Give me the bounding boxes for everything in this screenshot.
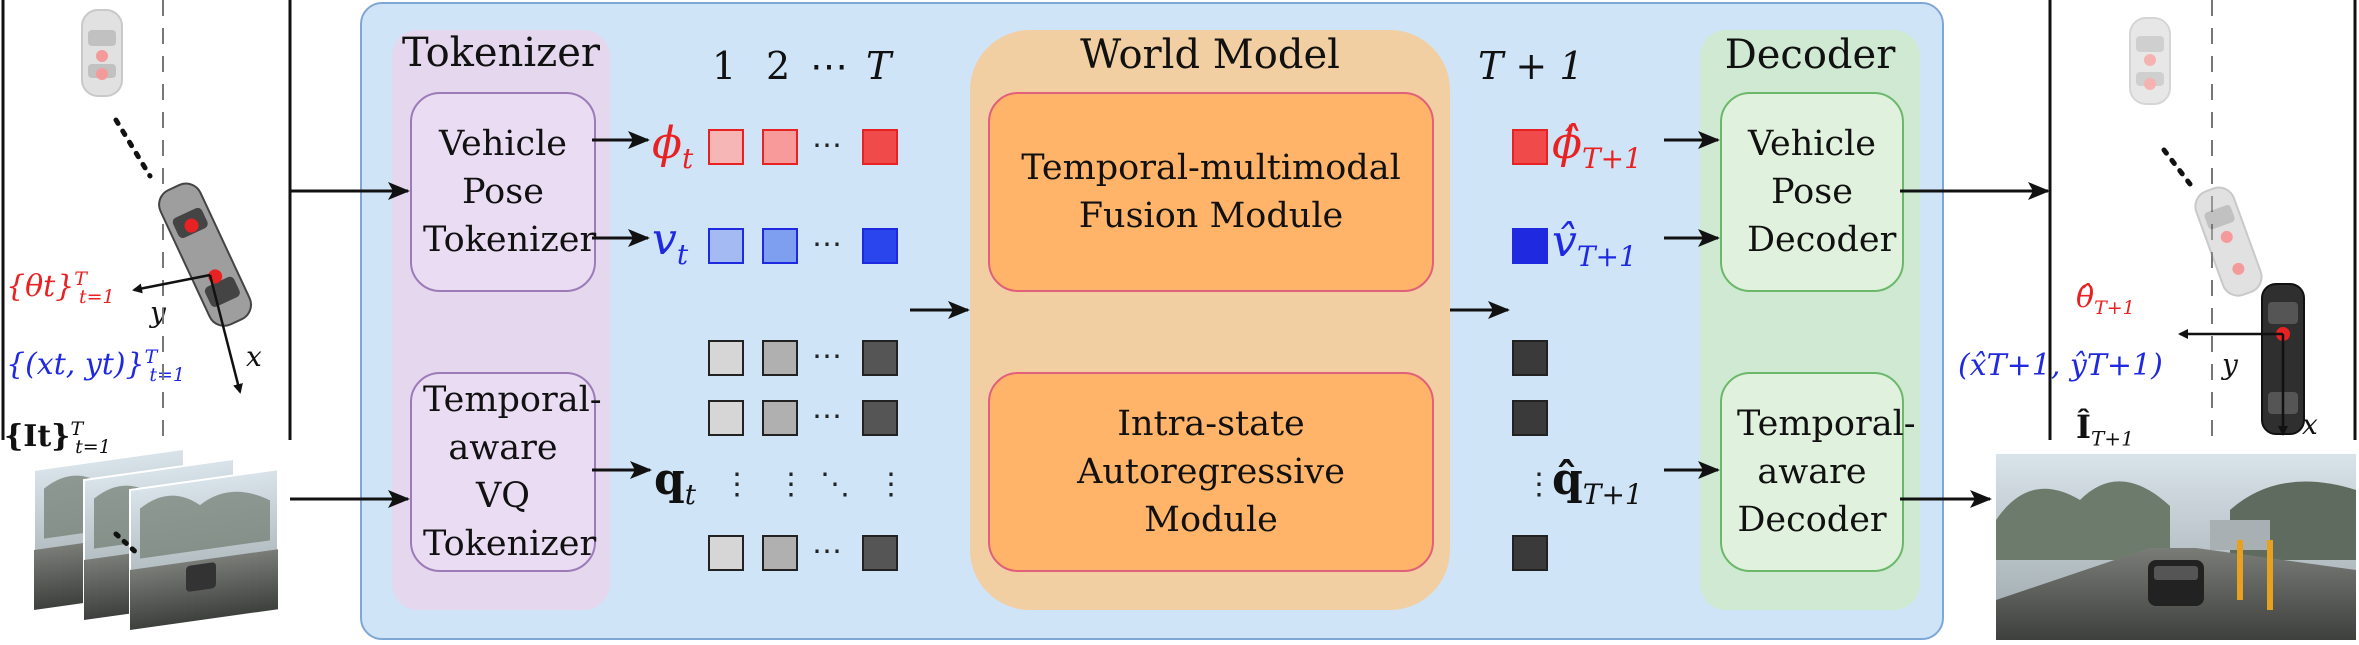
- image-token-n-1: [708, 535, 744, 571]
- past-car-icon: [81, 9, 123, 97]
- velocity-token-ellipsis: ⋯: [812, 227, 842, 262]
- xy-sequence-label: {(xt, yt)}Tt=1: [6, 346, 185, 386]
- image-hat-label: ÎT+1: [2076, 408, 2134, 451]
- image-token-1-1: [708, 340, 744, 376]
- seq-index-dots: ⋯: [810, 44, 848, 88]
- image-token-2-ellipsis: ⋯: [812, 399, 842, 434]
- temporal-vq-tokenizer-box: Temporal-aware VQ Tokenizer: [410, 372, 602, 572]
- right-trajectory-dots: [2161, 147, 2193, 187]
- velocity-token-2: [762, 228, 798, 264]
- image-token-n-ellipsis: ⋯: [812, 534, 842, 569]
- pose-token-T: [862, 129, 898, 165]
- fusion-module-label: Temporal-multimodal Fusion Module: [1021, 148, 1401, 236]
- right-mid-car-icon: [2194, 186, 2263, 297]
- seq-index-1: 1: [712, 44, 737, 88]
- v-t-label: vt: [652, 214, 689, 271]
- image-token-2-T: [862, 400, 898, 436]
- theta-sequence-label: {θt}Tt=1: [6, 268, 115, 308]
- phi-t-label: ϕt: [652, 118, 694, 175]
- fusion-module-box: Temporal-multimodal Fusion Module: [988, 92, 1434, 292]
- pred-pose-token: [1512, 129, 1548, 165]
- input-image-stack: [33, 447, 279, 632]
- left-lane-markings: [1, 0, 292, 440]
- theta-hat-label: θ̂T+1: [2076, 280, 2135, 319]
- current-car-icon: [158, 182, 253, 327]
- pred-image-token-n: [1512, 535, 1548, 571]
- vehicle-pose-decoder-label: Vehicle Pose Decoder: [1747, 124, 1897, 260]
- pose-token-1: [708, 129, 744, 165]
- velocity-token-T: [862, 228, 898, 264]
- pred-image-token-vdots: ⋮: [1524, 467, 1554, 502]
- vehicle-pose-tokenizer-box: Vehicle Pose Tokenizer: [410, 92, 596, 292]
- seq-index-T: T: [866, 44, 892, 88]
- trajectory-dots: [113, 117, 153, 179]
- pred-velocity-token: [1512, 228, 1548, 264]
- image-token-vdots-1: ⋮: [722, 467, 752, 502]
- pred-image-token-2: [1512, 400, 1548, 436]
- q-t-label: qt: [654, 454, 697, 511]
- pose-token-2: [762, 129, 798, 165]
- axis-y-label-left: y: [150, 296, 166, 329]
- image-sequence-label: {It}Tt=1: [4, 418, 111, 458]
- decoder-title: Decoder: [1724, 32, 1896, 78]
- image-token-n-2: [762, 535, 798, 571]
- temporal-decoder-box: Temporal-aware Decoder: [1720, 372, 1916, 572]
- q-hat-label: q̂T+1: [1552, 454, 1643, 511]
- image-token-1-ellipsis: ⋯: [812, 339, 842, 374]
- autoregressive-module-box: Intra-state Autoregressive Module: [988, 372, 1434, 572]
- velocity-token-1: [708, 228, 744, 264]
- xy-hat-label: (x̂T+1, ŷT+1): [1958, 348, 2163, 383]
- right-past-car-icon: [2129, 17, 2171, 105]
- image-token-2-1: [708, 400, 744, 436]
- temporal-decoder-label: Temporal-aware Decoder: [1737, 404, 1916, 540]
- axis-y-label-right: y: [2222, 348, 2238, 381]
- axis-x-label-left: x: [246, 340, 262, 373]
- v-hat-label: v̂T+1: [1552, 216, 1637, 273]
- vehicle-pose-decoder-box: Vehicle Pose Decoder: [1720, 92, 1904, 292]
- tokenizer-title: Tokenizer: [402, 30, 600, 76]
- image-token-n-T: [862, 535, 898, 571]
- world-model-title: World Model: [1080, 32, 1340, 78]
- seq-index-2: 2: [766, 44, 791, 88]
- axis-x-label-right: x: [2302, 408, 2318, 441]
- next-step-label: T + 1: [1478, 44, 1584, 88]
- image-token-1-2: [762, 340, 798, 376]
- vehicle-pose-tokenizer-label: Vehicle Pose Tokenizer: [423, 124, 597, 260]
- pose-token-ellipsis: ⋯: [812, 128, 842, 163]
- left-x-axis-arrow: [208, 274, 243, 394]
- temporal-vq-tokenizer-label: Temporal-aware VQ Tokenizer: [423, 380, 602, 564]
- image-token-vdots-2: ⋮: [776, 467, 806, 502]
- image-token-vdots-T: ⋮: [876, 467, 906, 502]
- image-token-2-2: [762, 400, 798, 436]
- image-token-1-T: [862, 340, 898, 376]
- pred-image-token-1: [1512, 340, 1548, 376]
- right-lane-markings: [2048, 0, 2357, 440]
- image-token-ddots: ⋱: [820, 467, 850, 502]
- left-y-axis-arrow: [132, 273, 211, 294]
- autoregressive-module-label: Intra-state Autoregressive Module: [1077, 404, 1345, 540]
- predicted-image: [1996, 454, 2356, 640]
- phi-hat-label: ϕ̂T+1: [1552, 118, 1642, 175]
